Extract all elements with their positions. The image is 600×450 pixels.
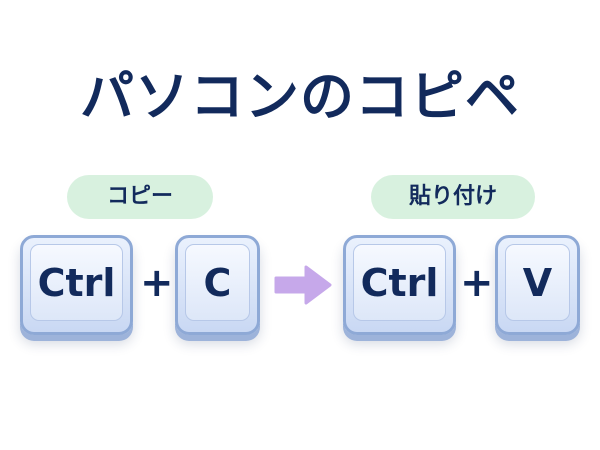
- plus-sign-paste: +: [460, 260, 494, 306]
- c-key-label: C: [185, 244, 250, 321]
- page-title: パソコンのコピペ: [80, 65, 520, 128]
- ctrl-key-copy-label: Ctrl: [30, 244, 123, 321]
- c-key: C: [175, 235, 260, 335]
- v-key: V: [495, 235, 580, 335]
- paste-label-pill: 貼り付け: [371, 175, 535, 219]
- ctrl-key-paste: Ctrl: [343, 235, 456, 335]
- arrow-right-icon: [274, 265, 332, 305]
- copy-label-pill: コピー: [67, 175, 213, 219]
- plus-sign-copy: +: [140, 260, 174, 306]
- ctrl-key-copy: Ctrl: [20, 235, 133, 335]
- ctrl-key-paste-label: Ctrl: [353, 244, 446, 321]
- v-key-label: V: [505, 244, 570, 321]
